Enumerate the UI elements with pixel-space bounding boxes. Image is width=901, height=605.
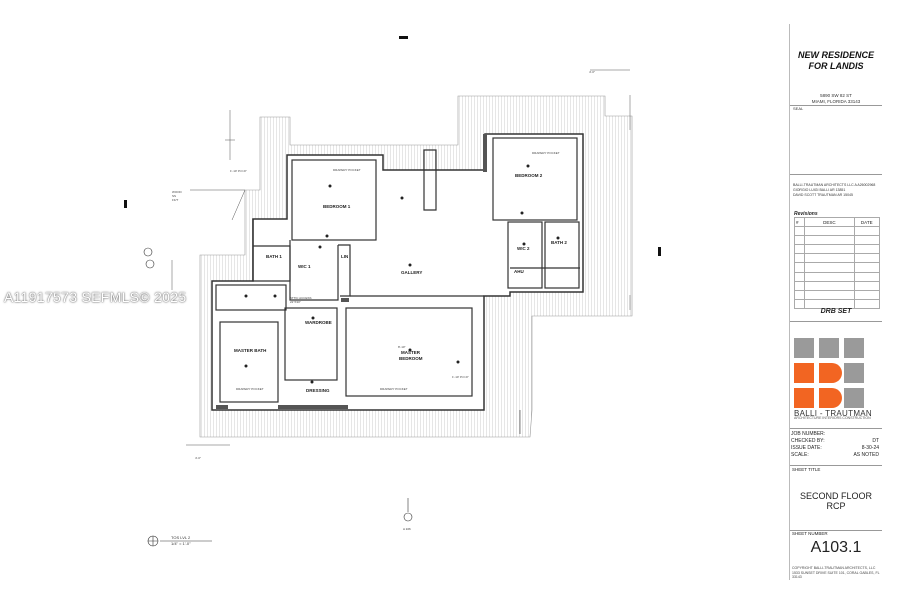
architect-firm: BALLI-TRAUTMAN ARCHITECTS LLC A A2600296…	[793, 183, 876, 187]
room-dressing: DRESSING	[306, 388, 330, 393]
copyright-line-2: 1533 SUNSET DRIVE SUITE 101, CORAL GABLE…	[792, 570, 880, 580]
firm-name: BALLI - TRAUTMAN	[794, 409, 872, 418]
firm-logo	[794, 338, 864, 408]
note-attic-access: ATTIC ACCESS	[290, 296, 311, 300]
room-wardrobe: WARDROBE	[305, 320, 332, 325]
project-title: NEW RESIDENCE FOR LANDIS	[790, 50, 882, 72]
dim-3: 4'-0"	[195, 456, 201, 460]
project-title-line-1: NEW RESIDENCE	[797, 50, 874, 60]
set-name: DRB SET	[820, 308, 852, 315]
revisions-table: # DESC DATE	[793, 216, 880, 310]
copyright: COPYRIGHT BALLI-TRAUTMAN ARCHITECTS, LLC…	[792, 566, 880, 580]
section-markers	[143, 247, 521, 522]
dim-4: 8'-10"	[398, 345, 406, 349]
room-master-bath: MASTER BATH	[234, 348, 266, 353]
rev-header-num: #	[793, 216, 806, 228]
info-issue-date: ISSUE DATE:8-30-24	[791, 445, 879, 451]
architects-info: BALLI-TRAUTMAN ARCHITECTS LLC A A2600296…	[793, 183, 881, 198]
rev-header-desc: DESC	[804, 216, 855, 228]
room-bedroom-2: BEDROOM 2	[515, 173, 543, 178]
room-master-bedroom-1: MASTER	[401, 350, 421, 355]
dimension-lines	[171, 69, 631, 446]
scale-label: 1/4" = 1'-0"	[171, 541, 191, 546]
note-fft: FF/T	[172, 198, 178, 202]
room-bath-1: BATH 1	[266, 254, 282, 259]
note-drapery-4: DRAPERY POCKET	[380, 387, 408, 391]
sheet-title-label: SHEET TITLE	[792, 467, 821, 472]
seal-label: SEAL	[793, 106, 804, 111]
address-line-2: MIAMI, FLORIDA 33143	[811, 99, 861, 104]
copyright-line-1: COPYRIGHT BALLI-TRAUTMAN ARCHITECTS, LLC	[792, 566, 876, 570]
room-wic-1: WIC 1	[298, 264, 311, 269]
project-title-line-2: FOR LANDIS	[808, 61, 864, 71]
level-tag-label: TOS LVL 2	[171, 535, 191, 540]
project-address: 5890 SW 82 ST MIAMI, FLORIDA 33143	[790, 93, 882, 105]
room-gallery: GALLERY	[401, 270, 422, 275]
note-drapery-3: DRAPERY POCKET	[236, 387, 264, 391]
address-line-1: 5890 SW 82 ST	[820, 93, 852, 98]
room-labels: BEDROOM 1 BEDROOM 2 BATH 1 BATH 2 WIC 1 …	[234, 173, 567, 393]
grid-marks	[124, 36, 661, 256]
room-bedroom-1: BEDROOM 1	[323, 204, 351, 209]
title-block: NEW RESIDENCE FOR LANDIS 5890 SW 82 ST M…	[789, 24, 882, 580]
note-ss: SS	[172, 194, 176, 198]
room-bath-2: BATH 2	[551, 240, 567, 245]
walls	[215, 137, 580, 403]
architect-2: DAVID SCOTT TRAUTMAN AR 15045	[793, 193, 853, 197]
sheet-number: A103.1	[810, 539, 862, 556]
room-lin: LIN	[341, 254, 348, 259]
info-job-number: JOB NUMBER:	[791, 431, 826, 437]
dim-1: 1'-10' P.O.D"	[230, 169, 247, 173]
info-checked-by: CHECKED BY:DT	[791, 438, 879, 444]
light-fixtures	[244, 164, 560, 384]
note-attic-size: 22"X30"	[290, 300, 301, 304]
level-tag: TOS LVL 2 1/4" = 1'-0"	[147, 535, 212, 547]
sheet-number-label: SHEET NUMBER	[792, 531, 828, 536]
info-scale: SCALE:AS NOTED	[791, 452, 879, 458]
room-master-bedroom-2: BEDROOM	[399, 356, 423, 361]
rev-header-date: DATE	[853, 216, 880, 228]
sheet-title-line-2: RCP	[826, 501, 846, 511]
section-ref: A 106	[403, 527, 411, 531]
note-wood: WOOD	[172, 190, 182, 194]
sheet-title-line-1: SECOND FLOOR	[799, 491, 872, 501]
sheet-title: SECOND FLOOR RCP	[790, 491, 882, 511]
mls-watermark: A11917573 SEFMLS© 2025	[4, 289, 187, 305]
dim-2: 4'-0"	[589, 70, 595, 74]
plan-notes: DRAPERY POCKET DRAPERY POCKET DRAPERY PO…	[172, 70, 595, 460]
architect-1: GIORGIO LUIGI BALLI AR 13851	[793, 188, 846, 192]
note-drapery-1: DRAPERY POCKET	[333, 168, 361, 172]
revisions-label: Revisions	[794, 211, 818, 217]
firm-tagline: ARCHITECTURE INTERIORS CONSTRUCTION	[794, 416, 871, 420]
room-wic-2: WIC 2	[517, 246, 530, 251]
note-drapery-2: DRAPERY POCKET	[532, 151, 560, 155]
room-ahu: AHU	[514, 269, 524, 274]
dim-5: 1'-10' P.O.D"	[452, 375, 469, 379]
